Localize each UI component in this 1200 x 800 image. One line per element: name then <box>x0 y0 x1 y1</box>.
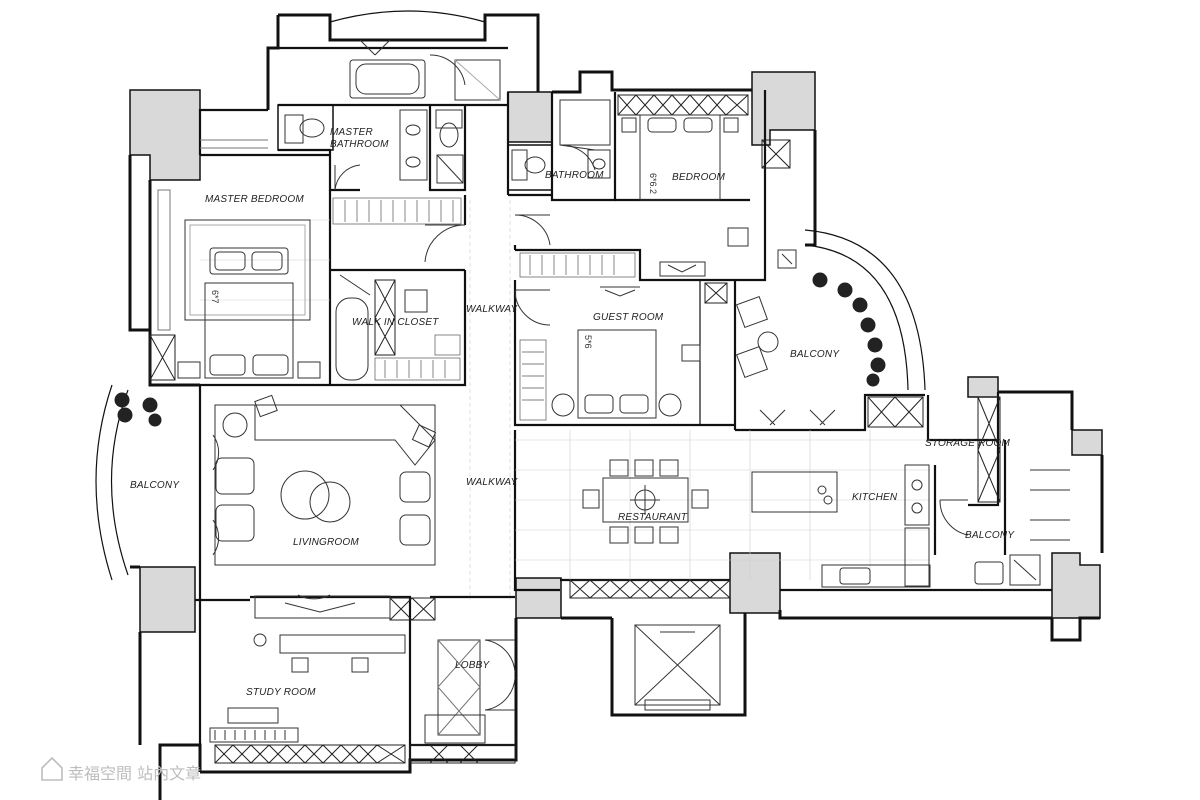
label-kitchen: KITCHEN <box>852 492 898 503</box>
lobby-elevator <box>424 624 721 744</box>
room-labels: MASTER BATHROOM MASTER BEDROOM WALK IN C… <box>130 127 1015 698</box>
bed-size-bedroom: 6*6.2 <box>648 173 658 194</box>
label-bedroom: BEDROOM <box>672 172 726 183</box>
bed-size-guest: 5*6 <box>583 335 593 349</box>
label-bathroom: BATHROOM <box>545 170 604 181</box>
label-master-bathroom-1: MASTER <box>330 127 373 138</box>
label-balcony-right: BALCONY <box>790 349 840 360</box>
balcony-plants <box>114 272 886 427</box>
house-logo-icon <box>41 756 63 781</box>
bed-size-master: 6*7 <box>210 290 220 304</box>
wardrobe-cabinets <box>149 94 1001 764</box>
master-bedroom-furniture <box>157 139 321 379</box>
bed-size-labels: 6*7 6*6.2 5*6 <box>210 173 658 349</box>
label-storage-room: STORAGE ROOM <box>925 438 1010 449</box>
label-walk-in-closet: WALK IN CLOSET <box>352 317 439 328</box>
label-restaurant: RESTAURANT <box>618 512 688 523</box>
label-balcony-kitchen: BALCONY <box>965 530 1015 541</box>
striped-cabinets <box>332 197 636 421</box>
restaurant-furniture <box>582 459 709 544</box>
guest-room-furniture <box>551 286 701 419</box>
doors <box>212 39 969 711</box>
watermark-text: 幸福空間 站內文章 <box>68 764 201 783</box>
label-master-bedroom: MASTER BEDROOM <box>205 194 304 205</box>
label-walkway-lower: WALKWAY <box>466 477 519 488</box>
livingroom-furniture <box>214 394 437 619</box>
label-walkway-upper: WALKWAY <box>466 304 519 315</box>
interior-walls <box>195 46 1052 760</box>
label-master-bathroom-2: BATHROOM <box>330 139 389 150</box>
bedroom-furniture <box>621 114 749 277</box>
master-bath-fixtures <box>284 59 501 184</box>
label-study-room: STUDY ROOM <box>246 687 316 698</box>
label-lobby: LOBBY <box>455 660 490 671</box>
study-room-furniture <box>209 633 406 743</box>
walk-in-closet-furniture <box>335 274 428 381</box>
label-balcony-left: BALCONY <box>130 480 180 491</box>
label-livingroom: LIVINGROOM <box>293 537 359 548</box>
structural-columns <box>129 71 1103 633</box>
label-guest-room: GUEST ROOM <box>593 312 664 323</box>
kitchen-fixtures <box>751 464 1070 588</box>
balcony-furniture <box>735 249 797 379</box>
watermark: 幸福空間 站內文章 <box>41 756 201 783</box>
bathroom-fixtures <box>511 99 611 181</box>
